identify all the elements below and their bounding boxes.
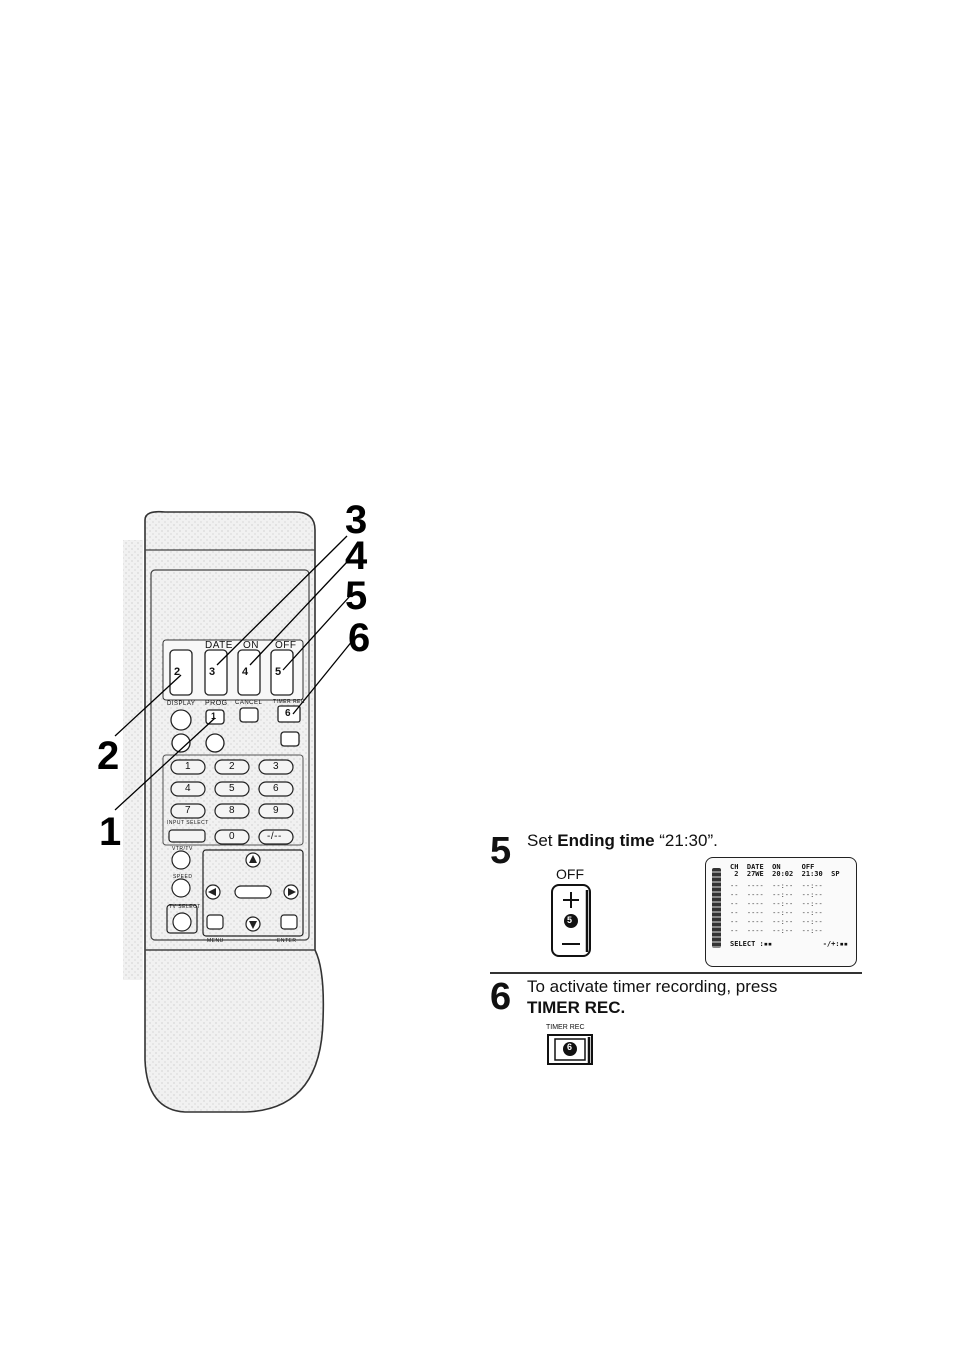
timer-rec-button-illustration — [547, 1034, 593, 1065]
timer-rec-label: TIMER REC — [273, 699, 305, 705]
on-label: ON — [243, 640, 259, 651]
tv-screen-display: CH DATE ON OFF 2 27WE 20:02 21:30 SP -- … — [705, 857, 857, 967]
osd-empty-row: -- ---- --:-- --:-- — [730, 900, 823, 908]
off-button-illustration — [551, 884, 591, 957]
key-8: 8 — [229, 805, 236, 816]
callout-3: 3 — [345, 498, 368, 542]
vtr-tv-label: VTR/TV — [172, 846, 193, 852]
osd-empty-row: -- ---- --:-- --:-- — [730, 882, 823, 890]
speed-label: SPEED — [173, 874, 193, 880]
key-3: 3 — [273, 761, 280, 772]
on-marker: 4 — [242, 666, 249, 678]
remote-control-drawing — [114, 510, 354, 1113]
key-9: 9 — [273, 805, 280, 816]
date-marker: 3 — [209, 666, 216, 678]
step-6-line2: TIMER REC. — [527, 998, 626, 1017]
prog-label: PROG — [205, 700, 228, 707]
up-down-marker: 2 — [174, 666, 181, 678]
timer-rec-button-marker: 6 — [567, 1042, 573, 1052]
tv-select-label: TV SELECT — [169, 904, 201, 910]
key-0: 0 — [229, 831, 236, 842]
step-6-line1: To activate timer recording, press — [527, 977, 778, 996]
osd-side-strip — [712, 868, 721, 948]
osd-empty-row: -- ---- --:-- --:-- — [730, 909, 823, 917]
off-label: OFF — [275, 640, 297, 651]
osd-empty-row: -- ---- --:-- --:-- — [730, 891, 823, 899]
callout-5: 5 — [345, 574, 368, 618]
enter-label: ENTER — [277, 938, 297, 944]
callout-6: 6 — [348, 616, 371, 660]
step-5-number: 5 — [490, 830, 512, 872]
display-label: DISPLAY — [167, 701, 196, 707]
timer-marker: 6 — [285, 708, 292, 719]
key-4: 4 — [185, 783, 192, 794]
osd-select-hint: SELECT :▪▪ — [730, 940, 773, 948]
osd-adjust-hint: -/+:▪▪ — [822, 940, 848, 948]
date-label: DATE — [205, 640, 233, 651]
step-5-text: Set Ending time “21:30”. — [527, 831, 718, 850]
timer-rec-button-label: TIMER REC — [546, 1024, 585, 1031]
callout-1: 1 — [99, 810, 122, 854]
off-button-label: OFF — [556, 866, 584, 882]
key-6: 6 — [273, 783, 280, 794]
key-7: 7 — [185, 805, 192, 816]
key-5: 5 — [229, 783, 236, 794]
off-button-marker: 5 — [567, 915, 573, 925]
osd-empty-row: -- ---- --:-- --:-- — [730, 918, 823, 926]
step-6-number: 6 — [490, 976, 512, 1018]
remote-control-illustration: DATE ON OFF 2 3 4 5 DISPLAY PROG CANCEL … — [95, 500, 385, 1120]
key-dash: -/-- — [267, 831, 282, 842]
callout-4: 4 — [345, 534, 368, 578]
prog-marker: 1 — [211, 711, 217, 721]
callout-2: 2 — [97, 734, 120, 778]
step-divider — [490, 972, 862, 974]
menu-label: MENU — [207, 938, 224, 944]
input-select-label: INPUT SELECT — [167, 820, 209, 826]
key-2: 2 — [229, 761, 236, 772]
off-marker: 5 — [275, 666, 282, 678]
cancel-label: CANCEL — [235, 700, 263, 706]
osd-empty-row: -- ---- --:-- --:-- — [730, 927, 823, 935]
osd-header: CH DATE ON OFF 2 27WE 20:02 21:30 SP — [730, 863, 840, 879]
key-1: 1 — [185, 761, 192, 772]
